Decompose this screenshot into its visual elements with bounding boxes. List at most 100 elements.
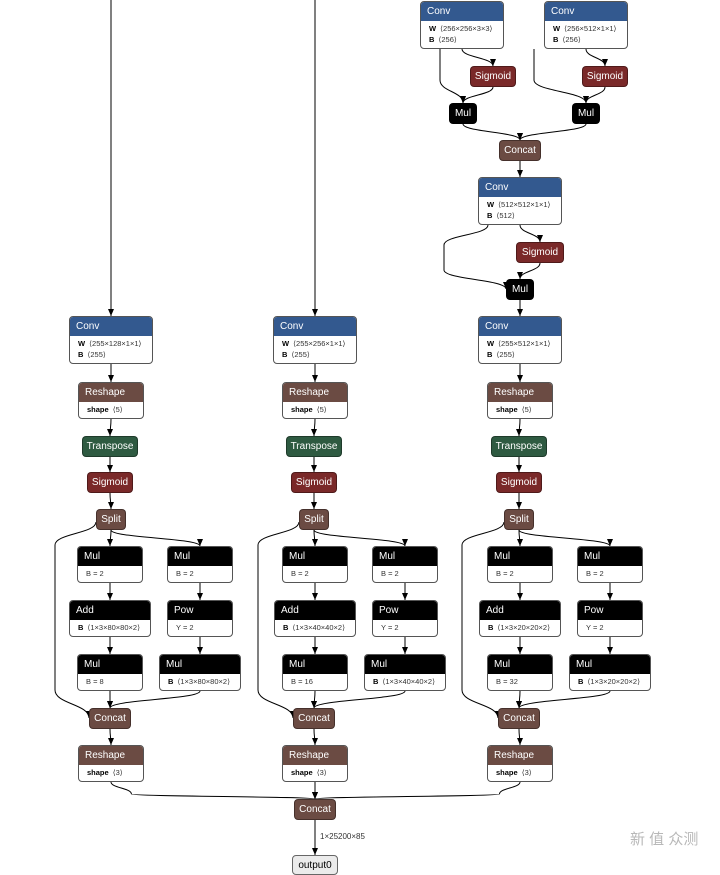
- edge-convB-to-mulB: [533, 48, 589, 104]
- node-title: Pow: [373, 601, 437, 620]
- attribute-key: shape: [291, 405, 313, 414]
- node-concatTop[interactable]: Concat: [499, 140, 541, 161]
- node-attributes: W⟨255×256×1×1⟩B⟨255⟩: [274, 336, 356, 360]
- node-attribute: B = 32: [496, 676, 546, 687]
- edge-c1-split-to-c1-concat: [54, 521, 97, 719]
- edge-c2-split-to-c2-mul1: [311, 529, 318, 547]
- attribute-key: shape: [87, 768, 109, 777]
- edge-c3-reshape2-to-final-concat: [312, 781, 521, 800]
- node-c2-sig[interactable]: Sigmoid: [291, 472, 337, 493]
- node-c1-sig[interactable]: Sigmoid: [87, 472, 133, 493]
- node-mulB[interactable]: Mul: [572, 103, 600, 124]
- node-c3-split[interactable]: Split: [504, 509, 534, 530]
- node-attribute: B = 16: [291, 676, 341, 687]
- node-title: Mul: [373, 547, 437, 566]
- node-attribute: W⟨512×512×1×1⟩: [487, 199, 555, 210]
- node-mulA[interactable]: Mul: [449, 103, 477, 124]
- node-attributes: W⟨255×128×1×1⟩B⟨255⟩: [70, 336, 152, 360]
- edge-convC-to-sigC: [519, 224, 543, 243]
- node-attributes: B = 2: [373, 566, 437, 579]
- node-attribute: B⟨512⟩: [487, 210, 555, 221]
- node-attribute: shape⟨5⟩: [87, 404, 137, 415]
- node-c1-transpose[interactable]: Transpose: [82, 436, 138, 457]
- node-attributes: W⟨512×512×1×1⟩B⟨512⟩: [479, 197, 561, 221]
- node-output[interactable]: output0: [292, 855, 338, 875]
- node-attribute: B⟨1×3×80×80×2⟩: [78, 622, 144, 633]
- attribute-value: ⟨1×3×40×40×2⟩: [382, 677, 435, 686]
- node-c1-split[interactable]: Split: [96, 509, 126, 530]
- attribute-value: ⟨255×128×1×1⟩: [89, 339, 142, 348]
- node-final-concat[interactable]: Concat: [294, 799, 336, 820]
- node-title: Mul: [488, 655, 552, 674]
- node-sigB[interactable]: Sigmoid: [582, 66, 628, 87]
- node-mulC[interactable]: Mul: [506, 279, 534, 300]
- node-attributes: B⟨1×3×80×80×2⟩: [70, 620, 150, 633]
- attribute-value: ⟨255⟩: [496, 350, 515, 359]
- node-c1-concat[interactable]: Concat: [89, 708, 131, 729]
- node-c2-concat[interactable]: Concat: [293, 708, 335, 729]
- node-sigC[interactable]: Sigmoid: [516, 242, 564, 263]
- node-title: Add: [275, 601, 355, 620]
- node-c3-sig[interactable]: Sigmoid: [496, 472, 542, 493]
- node-attribute: B = 2: [496, 568, 546, 579]
- node-attributes: shape⟨3⟩: [488, 765, 552, 778]
- attribute-key: B: [553, 35, 559, 44]
- node-title: Mul: [488, 547, 552, 566]
- attribute-value: B = 2: [586, 569, 604, 578]
- node-attribute: W⟨255×512×1×1⟩: [487, 338, 555, 349]
- edge-sigC-to-mulC: [517, 262, 541, 280]
- attribute-key: B: [429, 35, 435, 44]
- node-title: Mul: [78, 547, 142, 566]
- attribute-key: shape: [496, 405, 518, 414]
- attribute-value: ⟨255×512×1×1⟩: [498, 339, 551, 348]
- node-c2-transpose[interactable]: Transpose: [286, 436, 342, 457]
- node-attributes: B = 32: [488, 674, 552, 687]
- node-c3-concat[interactable]: Concat: [498, 708, 540, 729]
- node-attributes: Y = 2: [168, 620, 232, 633]
- attribute-value: B = 16: [291, 677, 313, 686]
- node-title: Conv: [274, 317, 356, 336]
- node-title: Mul: [160, 655, 240, 674]
- node-attributes: shape⟨3⟩: [79, 765, 143, 778]
- edge-mulB-to-concatTop: [517, 123, 587, 141]
- edge-sigA-to-mulA: [460, 86, 494, 104]
- node-c3-mul3[interactable]: Mul B = 32: [487, 654, 553, 691]
- node-c3-transpose[interactable]: Transpose: [491, 436, 547, 457]
- node-attribute: B⟨1×3×20×20×2⟩: [488, 622, 554, 633]
- attribute-key: B: [168, 677, 174, 686]
- node-c3-mul1[interactable]: Mul B = 2: [487, 546, 553, 583]
- attribute-value: ⟨255×256×1×1⟩: [293, 339, 346, 348]
- node-sigA[interactable]: Sigmoid: [470, 66, 516, 87]
- node-c2-split[interactable]: Split: [299, 509, 329, 530]
- attribute-value: ⟨5⟩: [521, 405, 532, 414]
- edge-convB-to-sigB: [585, 48, 608, 67]
